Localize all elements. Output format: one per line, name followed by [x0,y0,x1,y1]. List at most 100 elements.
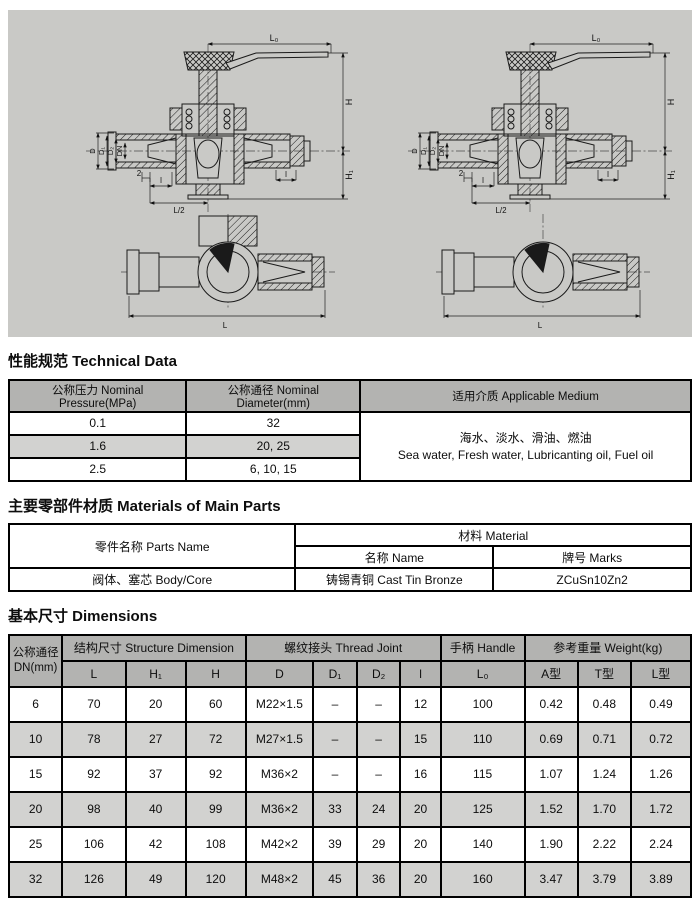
section-title-technical-data: 性能规范 Technical Data [8,353,177,370]
bottom-cap [517,183,543,196]
plan-body-drawing [441,241,640,303]
materials-table: 零件名称 Parts Name 材料 Material 名称 Name 牌号 M… [7,523,692,592]
bonnet-flange-left [491,107,505,131]
body-wall-right [233,133,245,185]
right-port-wall-top [243,133,291,141]
cell: 0.71 [576,720,632,758]
right-port-wall-bottom [257,282,313,291]
cell: 6 [7,685,64,723]
spring-right [545,108,553,130]
sub-header-l: L₀ [439,659,526,688]
dim-label-d: D [88,148,97,154]
valve-front-view-right: L₀ H H₁ D D₁ D₂ DN 2 l L/2 l [408,33,676,215]
medium-text-en: Sea water, Fresh water, Lubricanting oil… [397,447,654,462]
sub-header-h: H₁ [124,659,187,688]
bottom-plate [509,194,551,200]
col-header-material-name: 名称 Name [294,545,495,569]
dimensions-group-header-row: 公称通径 DN(mm) 结构尺寸 Structure Dimension 螺纹接… [7,633,693,688]
drawing-panel: L₀ H H₁ D D₁ D₂ DN 2 l L/2 l [8,10,692,337]
left-port-flange [126,249,140,295]
right-nipple [303,140,311,162]
dim-label-l-left: l [160,176,162,185]
taper-plug [515,137,545,179]
left-seat-cone [147,137,177,165]
sub-header-d: D [244,659,315,688]
spring-left [185,108,193,130]
col-header-nominal-diameter: 公称通径 Nominal Diameter(mm) [185,378,362,413]
right-seat-cone [565,137,595,165]
handle-lever [547,51,651,70]
materials-header-row-1: 零件名称 Parts Name 材料 Material [7,523,692,569]
cell: M36×2 [244,755,315,793]
cell: 108 [184,825,247,863]
cell: 1.72 [629,790,693,828]
cell: 42 [124,825,187,863]
cell: 98 [61,790,127,828]
col-header-applicable-medium: 适用介质 Applicable Medium [359,378,692,413]
cell: 100 [439,685,526,723]
dim-label-l-right: l [285,170,287,179]
cell: 92 [184,755,247,793]
cell: 60 [184,685,247,723]
flow-cone [262,261,306,283]
dimension-lines [418,42,670,205]
dim-label-dn: DN [115,146,124,157]
bottom-cap [195,183,221,196]
spring-left [507,108,515,130]
plug-port [518,139,542,169]
cell-diameter: 32 [185,410,362,436]
dim-label-l0: L₀ [270,33,279,43]
packing-box [503,103,557,137]
left-port-step [453,252,475,292]
bonnet-flange-left [169,107,183,131]
cell: 0.49 [629,685,693,723]
left-port-flange [441,249,455,295]
bottom-plate [187,194,229,200]
materials-data-row: 阀体、塞芯 Body/Core 铸锡青铜 Cast Tin Bronze ZCu… [7,567,692,592]
cell: M48×2 [244,860,315,898]
cell: 15 [399,720,442,758]
col-header-nominal-pressure: 公称压力 Nominal Pressure(MPa) [7,378,188,413]
cell: 15 [7,755,64,793]
cell: 12 [399,685,442,723]
left-port-tube [158,256,200,288]
left-port-wall-top [115,133,177,141]
handle-grip [505,51,557,71]
right-port-wall-bottom [565,161,613,169]
cell: 1.70 [576,790,632,828]
handle-grip [183,51,235,71]
valve-stem [520,69,540,137]
sub-header-l: L型 [629,659,693,688]
sub-header-l: l [399,659,442,688]
sub-header-a: A型 [523,659,579,688]
cell: 160 [439,860,526,898]
cell: M27×1.5 [244,720,315,758]
cell: 39 [312,825,358,863]
cell-material-name: 铸锡青铜 Cast Tin Bronze [294,567,495,592]
cell: 45 [312,860,358,898]
dim-label-h: H [344,99,354,106]
cell: 0.48 [576,685,632,723]
packing-box [181,103,235,137]
dim-label-l-right: l [607,170,609,179]
handle-lever [225,51,329,70]
cell: 20 [7,790,64,828]
cell: 10 [7,720,64,758]
dim-label-h1: H₁ [666,170,676,180]
plug-dark-sector [524,242,550,274]
flow-cone [577,261,621,283]
col-header-parts-name: 零件名称 Parts Name [7,523,297,569]
cell: 40 [124,790,187,828]
cell-diameter: 20, 25 [185,433,362,459]
section-title-dimensions: 基本尺寸 Dimensions [8,608,158,625]
dim-label-L: L [538,321,543,330]
right-seat-cone [243,137,273,165]
